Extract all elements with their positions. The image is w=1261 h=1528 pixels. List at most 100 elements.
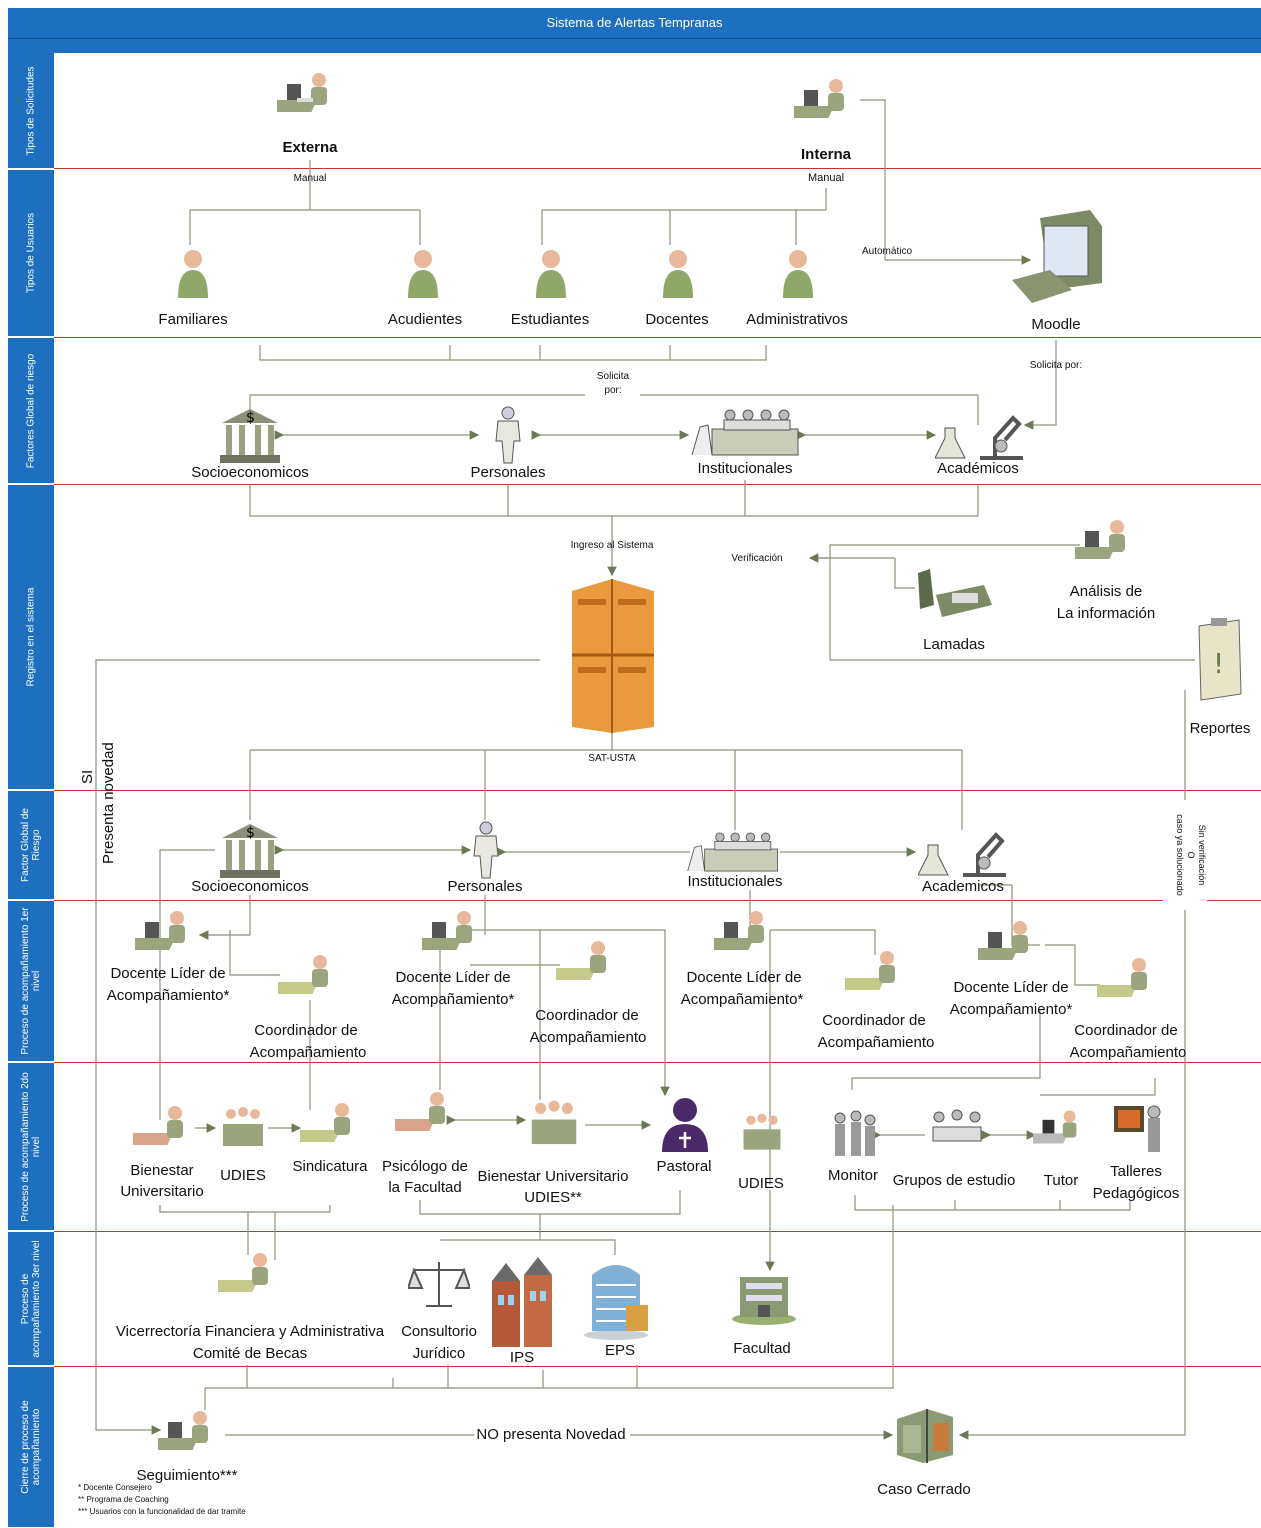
label-docente-lider-4b: Acompañamiento* — [949, 1001, 1073, 1018]
lane-separator — [54, 1062, 1261, 1063]
diagram-title: Sistema de Alertas Tempranas — [8, 8, 1261, 38]
label-analisis-1: Análisis de — [1069, 583, 1143, 600]
person-desk-icon — [278, 955, 328, 994]
header-subbar — [8, 38, 1261, 53]
label-por: por: — [604, 385, 622, 396]
label-docente-lider-3a: Docente Líder de — [686, 969, 802, 986]
lane-separator — [54, 337, 1261, 338]
label-consultorio-2: Jurídico — [412, 1345, 466, 1362]
phone-icon — [918, 569, 992, 617]
person-desk-icon — [556, 941, 606, 980]
label-personales-2: Personales — [447, 878, 523, 895]
faculty-building-icon — [732, 1277, 796, 1325]
label-coord-3a: Coordinador de — [822, 1012, 926, 1029]
pastoral-icon — [662, 1098, 708, 1152]
hospital-buildings-icon — [492, 1257, 552, 1347]
label-pastoral: Pastoral — [656, 1158, 712, 1175]
presentation-icon — [1114, 1105, 1161, 1152]
label-coord-4a: Coordinador de — [1074, 1022, 1178, 1039]
label-moodle: Moodle — [1031, 316, 1081, 333]
label-estudiantes: Estudiantes — [510, 311, 590, 328]
label-personales: Personales — [470, 464, 546, 481]
label-coord-1a: Coordinador de — [254, 1022, 358, 1039]
person-desk-icon — [845, 951, 895, 990]
lane-tipos-solicitudes: Tipos de Solicitudes — [8, 53, 54, 168]
footnote: ** Programa de Coaching — [78, 1495, 169, 1504]
lane-factores-riesgo: Factores Global de riesgo — [8, 338, 54, 483]
label-tutor: Tutor — [1043, 1172, 1079, 1189]
person-desk-icon — [133, 1106, 183, 1145]
label-talleres-2: Pedagógicos — [1092, 1185, 1180, 1202]
lane-separator — [54, 900, 1261, 901]
label-presenta-novedad: Presenta novedad — [100, 742, 117, 864]
user-icon — [408, 250, 438, 298]
people-group-icon — [834, 1110, 876, 1156]
tutor-icon — [1033, 1110, 1077, 1144]
label-docente-lider-1b: Acompañamiento* — [106, 987, 230, 1004]
label-talleres-1: Talleres — [1110, 1163, 1162, 1180]
group-table-icon — [531, 1100, 577, 1145]
svg-text:!: ! — [1213, 647, 1224, 680]
label-academicos: Académicos — [937, 460, 1019, 477]
person-desk-icon — [218, 1253, 268, 1292]
lab-icon — [918, 832, 1006, 877]
footnote: *** Usuarios con la funcionalidad de dar… — [78, 1507, 246, 1516]
lane-separator — [54, 1231, 1261, 1232]
person-desk-icon — [158, 1411, 208, 1450]
user-icon — [783, 250, 813, 298]
label-socioeconomicos-2: Socioeconomicos — [191, 878, 309, 895]
label-docentes: Docentes — [645, 311, 709, 328]
svg-text:$: $ — [246, 825, 255, 841]
label-coord-2a: Coordinador de — [535, 1007, 639, 1024]
lane-separator — [54, 168, 1261, 169]
lane-registro-sistema: Registro en el sistema — [8, 485, 54, 789]
label-si: SI — [79, 769, 96, 784]
label-psicologo-2: la Facultad — [388, 1179, 462, 1196]
label-administrativos: Administrativos — [746, 311, 848, 328]
lane-separator — [54, 1366, 1261, 1367]
person-desk-icon — [300, 1103, 350, 1142]
person-desk-icon — [395, 1092, 445, 1131]
study-group-icon — [932, 1109, 982, 1142]
label-institucionales-2: Institucionales — [687, 873, 783, 890]
person-desk-icon — [422, 911, 472, 950]
clipboard-icon: ! — [1198, 618, 1242, 701]
person-outline-icon — [473, 821, 499, 879]
group-table-icon — [743, 1113, 781, 1150]
label-coord-2b: Acompañamiento — [529, 1029, 647, 1046]
lab-icon — [935, 415, 1023, 460]
label-vicerrectoria: Vicerrectoría Financiera y Administrativ… — [115, 1323, 385, 1340]
person-desk-icon — [277, 73, 327, 112]
label-consultorio-1: Consultorio — [401, 1323, 477, 1340]
footnote: * Docente Consejero — [78, 1483, 152, 1492]
label-analisis-2: La información — [1056, 605, 1156, 622]
label-comite-becas: Comité de Becas — [192, 1345, 308, 1362]
lane-nivel-1: Proceso de acompañamiento 1er nivel — [8, 901, 54, 1061]
lane-nivel-2: Proceso de acompañamiento 2do nivel — [8, 1063, 54, 1230]
group-table-icon — [223, 1107, 263, 1146]
person-outline-icon — [495, 406, 521, 464]
label-bienestar-2: Universitario — [120, 1183, 204, 1200]
label-eps: EPS — [604, 1342, 636, 1359]
bank-icon: $ — [220, 824, 280, 878]
label-bienestar-universitario: Bienestar Universitario — [477, 1168, 629, 1185]
label-solicita-por-moodle: Solicita por: — [1029, 360, 1083, 371]
lane-factor-global: Factor Global de Riesgo — [8, 791, 54, 899]
label-monitor: Monitor — [827, 1167, 879, 1184]
computer-icon — [1012, 210, 1102, 303]
meeting-icon — [687, 832, 778, 872]
label-facultad: Facultad — [733, 1340, 791, 1357]
scales-icon — [408, 1262, 470, 1307]
user-icon — [536, 250, 566, 298]
box-closed-icon — [897, 1409, 953, 1463]
label-caso-cerrado: Caso Cerrado — [877, 1481, 971, 1498]
label-coord-1b: Acompañamiento — [249, 1044, 367, 1061]
label-verificacion: Verificación — [731, 553, 783, 564]
label-udies: UDIES — [220, 1167, 266, 1184]
label-grupos-estudio: Grupos de estudio — [892, 1172, 1016, 1189]
label-socioeconomicos: Socioeconomicos — [191, 464, 309, 481]
label-docente-lider-2a: Docente Líder de — [395, 969, 511, 986]
label-manual-externa: Manual — [293, 173, 327, 184]
